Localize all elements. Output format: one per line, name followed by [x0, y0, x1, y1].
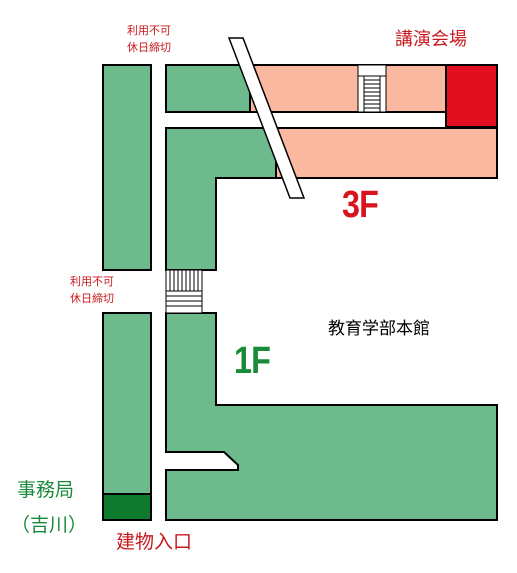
floor-1f-label: 1F: [234, 340, 271, 382]
office-room: [102, 493, 152, 521]
left-corridor-lower: [102, 312, 152, 521]
restricted-mid-line1: 利用不可: [70, 275, 114, 288]
middle-stairs: [165, 269, 203, 314]
office-label: 事務局: [17, 479, 75, 501]
3f-lower-strip: [275, 127, 498, 179]
top-stairs: [357, 64, 387, 113]
floor-3f-label: 3F: [342, 184, 379, 226]
restricted-mid-line2: 休日締切: [70, 292, 114, 305]
hall-label: 講演会場: [395, 29, 467, 50]
building-label: 教育学部本館: [328, 319, 430, 339]
office-location-label: （吉川）: [11, 514, 88, 536]
restricted-top-line1: 利用不可: [127, 24, 171, 37]
entrance-label: 建物入口: [116, 531, 193, 553]
1f-main-building: [165, 312, 498, 521]
middle-green-block: [165, 127, 281, 271]
lecture-hall: [445, 64, 498, 128]
restricted-top-line2: 休日締切: [127, 41, 171, 54]
left-corridor-upper: [102, 64, 152, 271]
diagonal-bridge: [227, 37, 306, 199]
